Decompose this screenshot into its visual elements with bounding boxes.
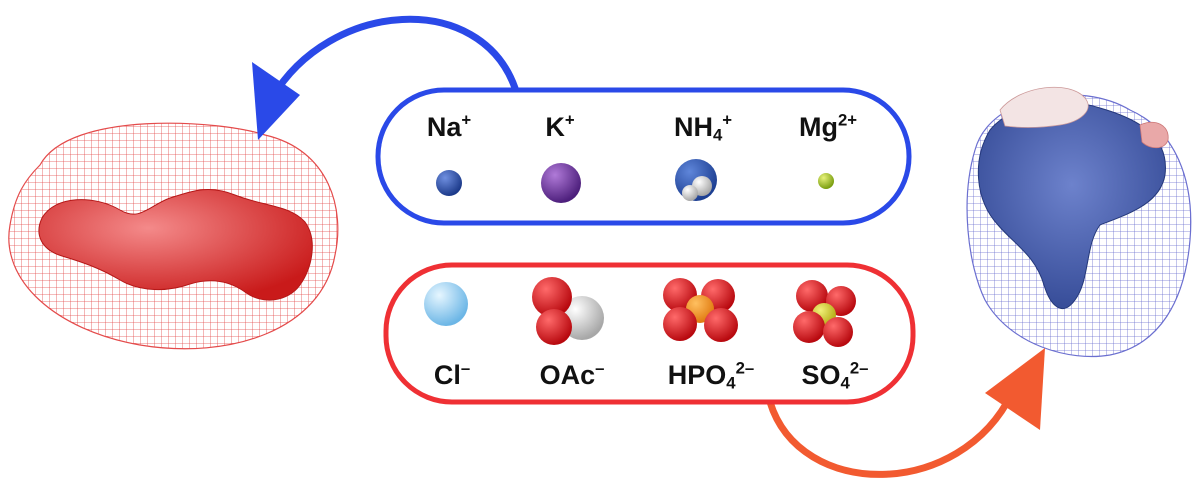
ammonium-hydrogen-sphere (682, 185, 698, 201)
orange-arrowhead (985, 348, 1045, 430)
blue-arrow (252, 15, 519, 140)
ammonium-symbol: NH (673, 112, 713, 142)
left-protein-surface (38, 189, 313, 301)
ammonium-label: NH4+ (673, 110, 733, 145)
sulfate-label: SO42– (801, 358, 869, 393)
acetate-charge: – (595, 358, 605, 378)
sulfate-subscript: 4 (840, 373, 850, 393)
right-protein-structure (966, 86, 1192, 358)
left-protein-structure (8, 122, 339, 350)
orange-arrow (766, 348, 1045, 478)
sulfate-oxygen-sphere (793, 311, 825, 343)
acetate-symbol: OAc (539, 360, 596, 390)
potassium-label: K+ (545, 112, 574, 143)
chloride-symbol: Cl (433, 360, 461, 390)
potassium-ion-sphere (541, 163, 581, 203)
ammonium-charge: + (722, 110, 733, 130)
magnesium-ion-sphere (818, 173, 834, 189)
sulfate-oxygen-sphere (823, 317, 853, 347)
anion-frame (383, 262, 916, 405)
phosphate-label: HPO42– (667, 358, 755, 393)
magnesium-charge: 2+ (837, 110, 858, 130)
phosphate-charge: 2– (735, 358, 755, 378)
blue-arrow-shaft (268, 15, 519, 102)
ammonium-ion-model (675, 159, 717, 201)
acetate-label: OAc– (540, 360, 605, 391)
blue-arrowhead (252, 62, 300, 140)
chloride-label: Cl– (434, 360, 470, 391)
sodium-charge: + (461, 110, 472, 130)
magnesium-symbol: Mg (798, 112, 838, 142)
phosphate-symbol: HPO (667, 360, 727, 390)
chloride-charge: – (460, 358, 471, 378)
potassium-symbol: K (545, 112, 565, 142)
sodium-ion-sphere (436, 170, 462, 196)
acetate-oxygen-sphere (532, 277, 572, 317)
sulfate-ion-model (793, 280, 856, 347)
acetate-oxygen-sphere (536, 309, 572, 345)
right-protein-white-patch (999, 86, 1089, 128)
potassium-charge: + (564, 110, 575, 130)
cation-frame (375, 87, 912, 226)
ammonium-subscript: 4 (712, 125, 723, 145)
sodium-symbol: Na (426, 112, 462, 142)
magnesium-label: Mg2+ (799, 112, 857, 143)
phosphate-ion-model (663, 278, 738, 342)
orange-arrow-shaft (766, 389, 1016, 478)
sulfate-symbol: SO (801, 360, 841, 390)
right-protein-pink-patch (1139, 121, 1169, 149)
right-protein-surface (977, 101, 1166, 309)
phosphate-subscript: 4 (726, 373, 736, 393)
sodium-label: Na+ (427, 112, 471, 143)
acetate-ion-model (532, 277, 604, 345)
phosphate-oxygen-sphere (663, 307, 697, 341)
phosphate-oxygen-sphere (704, 308, 738, 342)
chloride-ion-sphere (424, 282, 468, 326)
sulfate-charge: 2– (849, 358, 869, 378)
